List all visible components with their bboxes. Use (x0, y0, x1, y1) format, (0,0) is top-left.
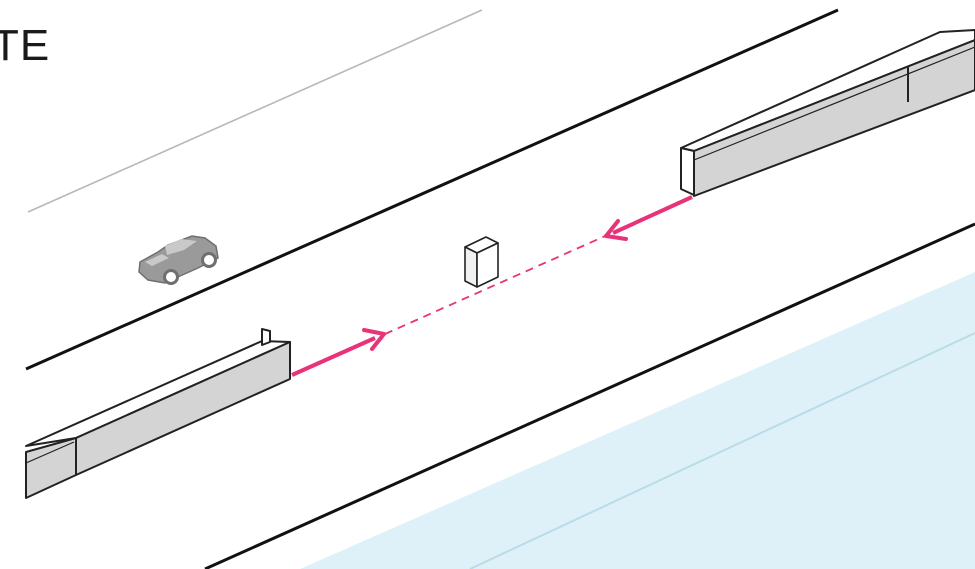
car-icon (138, 235, 219, 285)
corner-label: TE (0, 21, 51, 70)
road-edge-upper (25, 8, 839, 371)
road-edge-lower (204, 222, 975, 569)
bollard-box (464, 236, 499, 288)
pink-arrow-right (291, 328, 386, 377)
water-area (300, 272, 975, 569)
faint-road-line (27, 9, 483, 213)
pink-arrow-left (604, 195, 693, 241)
barrier-right (680, 29, 975, 197)
water-edge-line (469, 332, 975, 569)
barrier-left (25, 328, 291, 499)
